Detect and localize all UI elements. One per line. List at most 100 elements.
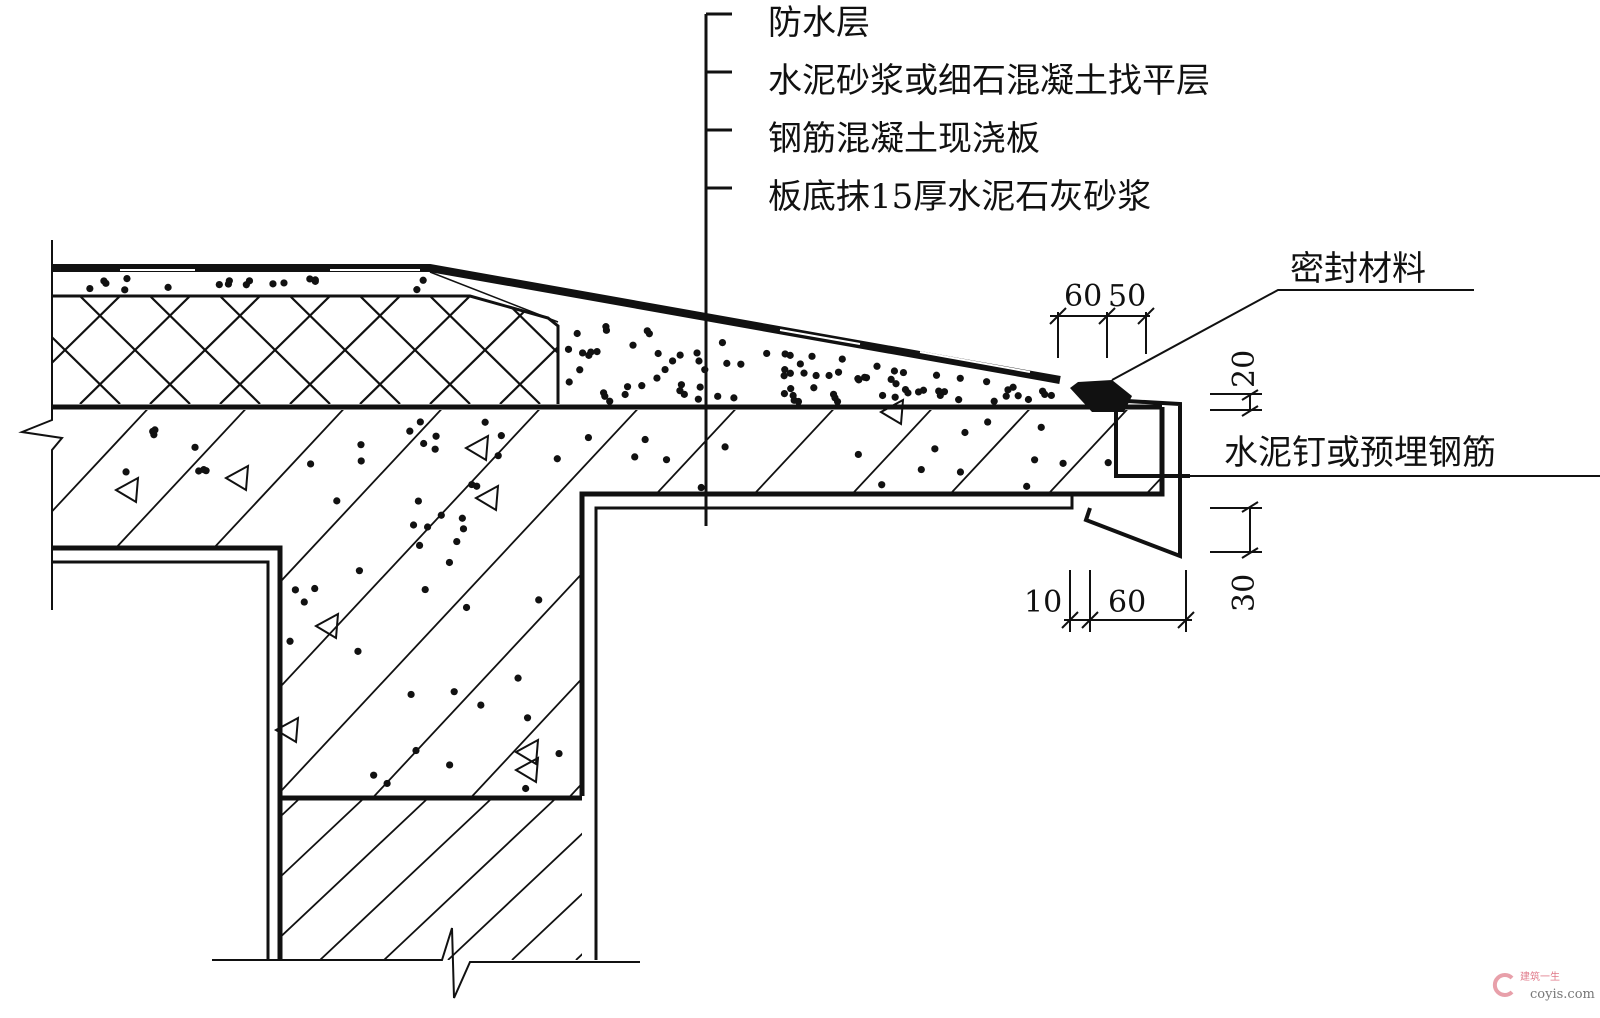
- aggregate-dot: [370, 771, 378, 779]
- aggregate-dot: [423, 523, 432, 531]
- insulation-hatch-line: [0, 296, 50, 404]
- aggregate-triangle: [273, 716, 300, 744]
- insulation-hatch-line: [0, 296, 50, 404]
- aggregate-dot: [306, 275, 314, 283]
- aggregate-dot: [269, 280, 277, 288]
- aggregate-dot: [643, 327, 651, 335]
- aggregate-dot: [468, 480, 476, 489]
- insulation-hatch-line: [499, 296, 558, 404]
- aggregate-dot: [453, 537, 461, 546]
- aggregate-dot: [662, 456, 671, 464]
- wall-hatch-line: [832, 800, 1002, 960]
- concrete-hatch-line: [52, 410, 255, 796]
- aggregate-dot: [653, 374, 661, 382]
- aggregate-dot: [697, 483, 705, 492]
- aggregate-dot: [794, 397, 803, 406]
- aggregate-dot: [796, 360, 804, 368]
- aggregate-dot: [573, 329, 581, 338]
- aggregate-dot: [215, 281, 223, 289]
- aggregate-dot: [1002, 392, 1010, 400]
- label-sealant: 密封材料: [1290, 249, 1426, 289]
- aggregate-dot: [1031, 456, 1039, 464]
- aggregate-dot: [984, 418, 992, 426]
- aggregate-dot: [629, 341, 637, 349]
- aggregate-dot: [564, 345, 573, 353]
- aggregate-dot: [641, 435, 649, 444]
- aggregate-dot: [855, 376, 863, 384]
- insulation-hatch-line: [79, 296, 191, 404]
- aggregate-dot: [462, 603, 471, 612]
- aggregate-dot: [437, 511, 445, 519]
- aggregate-dot: [514, 674, 522, 682]
- aggregate-dot: [432, 432, 440, 440]
- label-waterproof-layer: 防水层: [768, 3, 870, 43]
- leader-lines: [704, 12, 1474, 526]
- aggregate-dot: [956, 468, 965, 476]
- aggregate-dot: [696, 383, 704, 391]
- wall-hatch-line: [768, 800, 938, 960]
- aggregate-dot: [714, 392, 722, 400]
- dimension-lines: [1049, 307, 1262, 632]
- aggregate-dot: [1004, 386, 1012, 394]
- wall-hatch-line: [896, 800, 1066, 960]
- concrete-hatch-line: [1164, 400, 1600, 1000]
- aggregate-dot: [191, 443, 199, 451]
- aggregate-dot: [990, 397, 998, 405]
- aggregate-dot: [419, 276, 427, 284]
- aggregate-dot: [602, 326, 611, 334]
- aggregate-dot: [676, 387, 684, 395]
- insulation-hatch-line: [289, 296, 401, 404]
- aggregate-dot: [123, 275, 131, 283]
- aggregate-dot: [677, 381, 686, 389]
- concrete-hatch-line: [1262, 400, 1600, 1000]
- aggregate-dot: [961, 428, 969, 437]
- wall-hatch-line: [511, 892, 582, 960]
- aggregate-dot: [892, 380, 900, 388]
- aggregate-dot: [932, 371, 941, 379]
- aggregate-dot: [311, 584, 319, 593]
- aggregate-dot: [300, 598, 308, 606]
- aggregate-dot: [694, 395, 702, 403]
- aggregate-dot: [873, 362, 881, 370]
- aggregate-dot: [555, 749, 563, 758]
- concrete-hatch-line: [52, 410, 451, 796]
- insulation-hatch-line: [710, 296, 820, 404]
- aggregate-dot: [834, 368, 843, 376]
- aggregate-dot: [458, 514, 466, 522]
- concrete-hatch-line: [52, 410, 157, 796]
- aggregate-triangle: [878, 398, 905, 426]
- aggregate-dot: [280, 279, 288, 287]
- aggregate-dot: [413, 286, 421, 294]
- aggregate-dot: [931, 445, 939, 453]
- aggregate-dot: [412, 746, 420, 755]
- aggregate-dot: [459, 525, 468, 533]
- aggregate-dot: [780, 372, 788, 380]
- aggregate-dot: [445, 558, 454, 567]
- wall-hatch-line: [0, 800, 170, 960]
- insulation-hatch-line: [52, 296, 121, 404]
- dim-top-60: 60: [1064, 279, 1102, 314]
- aggregate-dot: [899, 368, 908, 377]
- aggregate-dot: [638, 382, 646, 390]
- aggregate-dot: [416, 418, 424, 426]
- aggregate-dot: [420, 439, 428, 448]
- aggregate-triangle: [223, 464, 250, 492]
- aggregate-dot: [576, 366, 584, 374]
- aggregate-dot: [723, 359, 731, 367]
- aggregate-dot: [477, 701, 485, 709]
- aggregate-dot: [446, 761, 454, 769]
- insulation-hatch-line: [149, 296, 261, 404]
- aggregate-dot: [1014, 392, 1022, 400]
- aggregate-dot: [919, 386, 928, 394]
- aggregate-dot: [357, 441, 365, 449]
- aggregate-dot: [721, 443, 729, 451]
- insulation-hatch: [0, 296, 820, 404]
- aggregate-dot: [854, 450, 862, 459]
- aggregate-dot: [553, 455, 561, 463]
- label-nail: 水泥钉或预埋钢筋: [1224, 433, 1496, 473]
- watermark: 建筑一生 coyis.com: [1492, 970, 1595, 1002]
- aggregate-dot: [414, 497, 422, 505]
- watermark-en: coyis.com: [1530, 987, 1595, 1002]
- aggregate-dot: [623, 383, 632, 391]
